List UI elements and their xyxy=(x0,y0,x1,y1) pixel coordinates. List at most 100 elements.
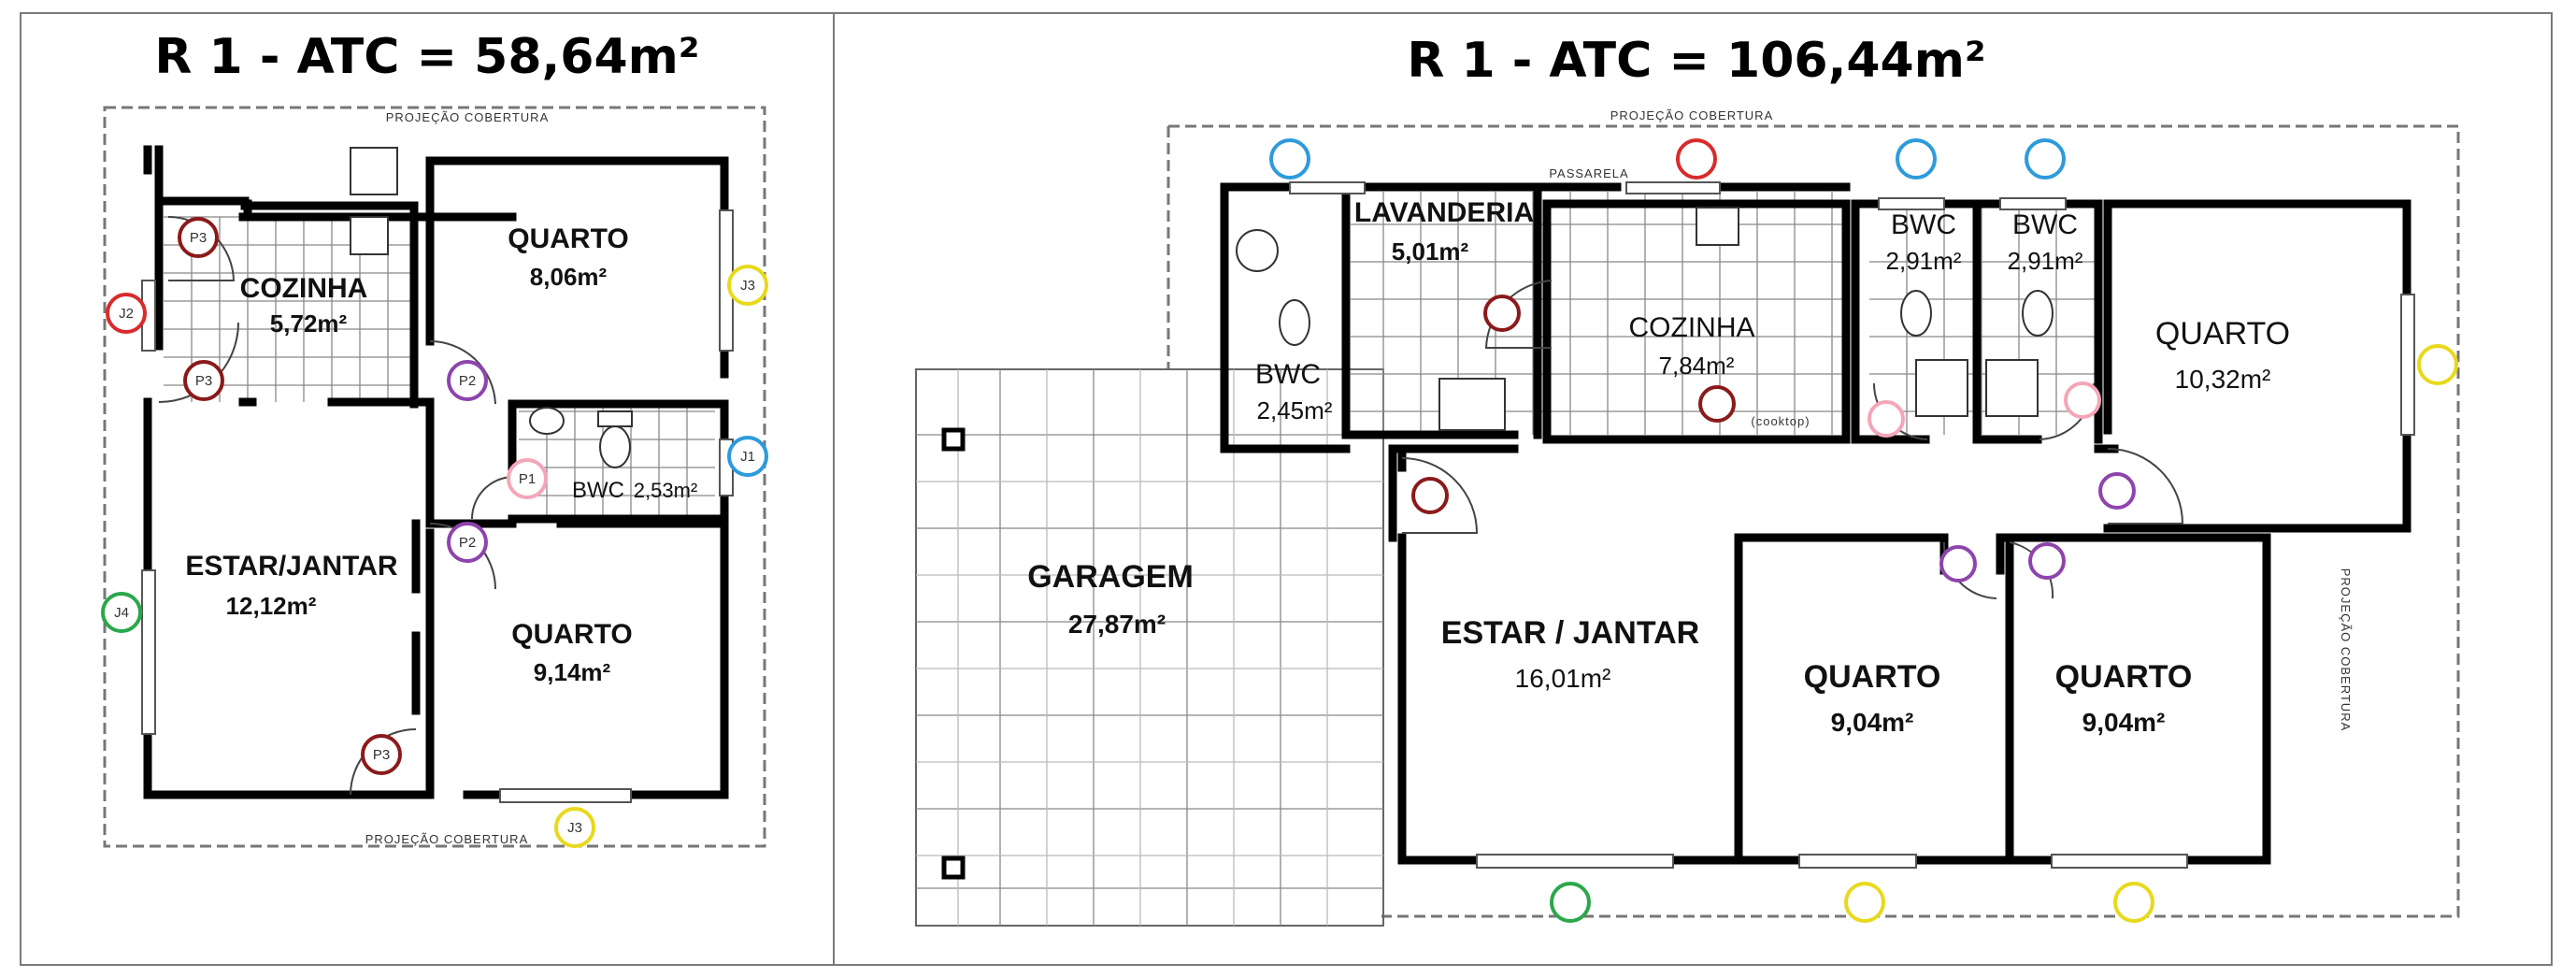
left-kitchen-stove xyxy=(350,216,389,255)
left-room-estar-name: ESTAR/JANTAR xyxy=(185,551,398,582)
left-room-cozinha-name: COZINHA xyxy=(240,273,368,304)
right-projection-right-label: PROJEÇÃO COBERTURA xyxy=(2339,568,2353,732)
svg-text:P2: P2 xyxy=(459,373,476,389)
right-room-estar-area: 16,01m² xyxy=(1515,664,1611,693)
right-tag-blue-1 xyxy=(1269,138,1310,180)
right-tag-purple-main xyxy=(2098,472,2136,510)
svg-text:J1: J1 xyxy=(740,449,755,465)
right-tag-purple-b xyxy=(2028,542,2066,580)
left-room-cozinha-area: 5,72m² xyxy=(270,309,348,338)
right-tag-green-estar xyxy=(1550,882,1591,923)
right-bwc-b-toilet xyxy=(2022,290,2054,337)
right-window-bwc-a xyxy=(1878,197,1945,210)
right-door-garage xyxy=(1401,457,1479,534)
right-plan-title: R 1 - ATC = 106,44m² xyxy=(1407,33,1985,89)
left-tag-j2: J2 xyxy=(106,293,147,334)
right-window-quarto-b xyxy=(2051,854,2188,869)
right-room-garagem-name: GARAGEM xyxy=(1027,559,1194,595)
left-window-j4 xyxy=(141,569,156,735)
left-room-quarto-bottom-name: QUARTO xyxy=(511,619,632,650)
right-room-bwc-b-area: 2,91m² xyxy=(2008,247,2083,275)
right-tag-red-1 xyxy=(1676,138,1717,180)
right-window-quarto-a xyxy=(1798,854,1917,869)
right-room-cozinha-name: COZINHA xyxy=(1629,312,1755,343)
left-tag-j3-right: J3 xyxy=(727,265,768,306)
left-bwc-toilet xyxy=(599,425,631,468)
svg-text:P1: P1 xyxy=(519,471,536,487)
right-room-lavanderia-name: LAVANDERIA xyxy=(1354,197,1534,228)
left-room-quarto-bottom-area: 9,14m² xyxy=(534,658,611,686)
left-panel: R 1 - ATC = 58,64m² PROJEÇÃO COBERTURA P… xyxy=(20,12,835,966)
right-room-bwc-small-name: BWC xyxy=(1255,359,1321,390)
right-bwc-b-sink xyxy=(1985,359,2039,417)
right-garage-pillar-top xyxy=(941,427,966,452)
right-room-lavanderia-area: 5,01m² xyxy=(1392,237,1469,266)
left-room-quarto-top-name: QUARTO xyxy=(508,223,628,254)
right-tag-blue-3 xyxy=(2025,138,2066,180)
right-room-quarto-main-name: QUARTO xyxy=(2155,316,2290,352)
right-panel: R 1 - ATC = 106,44m² PROJEÇÃO COBERTURA … xyxy=(833,12,2553,966)
svg-text:P3: P3 xyxy=(190,230,207,246)
right-room-cozinha-area: 7,84m² xyxy=(1659,352,1735,380)
right-tag-yellow-b xyxy=(2113,882,2154,923)
right-passarela-label: PASSARELA xyxy=(1549,166,1628,180)
right-window-passarela-2 xyxy=(1625,181,1721,194)
right-room-quarto-a-area: 9,04m² xyxy=(1831,708,1914,737)
right-window-bwc-b xyxy=(1999,197,2067,210)
left-tag-j3-bottom: J3 xyxy=(554,807,595,848)
right-tag-blue-2 xyxy=(1896,138,1937,180)
left-projection-top-label: PROJEÇÃO COBERTURA xyxy=(386,110,550,124)
right-room-bwc-small-area: 2,45m² xyxy=(1257,396,1333,424)
svg-text:J3: J3 xyxy=(567,820,582,836)
left-bwc-tank xyxy=(597,410,633,427)
right-window-estar xyxy=(1476,854,1674,869)
left-room-bwc-name: BWC xyxy=(572,478,624,503)
left-room-bwc-area: 2,53m² xyxy=(634,479,697,502)
left-kitchen-sink xyxy=(350,147,398,195)
left-tag-p3-c: P3 xyxy=(361,734,402,775)
left-tag-j1: J1 xyxy=(727,436,768,477)
svg-text:J3: J3 xyxy=(740,278,755,294)
left-plan-title: R 1 - ATC = 58,64m² xyxy=(154,29,699,85)
right-projection-outline xyxy=(1166,124,2460,918)
right-room-quarto-b-name: QUARTO xyxy=(2055,659,2193,695)
right-room-quarto-main-area: 10,32m² xyxy=(2175,365,2271,394)
left-tag-p2-a: P2 xyxy=(447,360,488,401)
right-window-quarto-main xyxy=(2400,294,2415,436)
right-room-quarto-a-name: QUARTO xyxy=(1804,659,1941,695)
right-room-bwc-a-area: 2,91m² xyxy=(1886,247,1962,275)
right-tag-yellow-a xyxy=(1844,882,1885,923)
right-door-quarto-main xyxy=(2107,448,2184,525)
left-tag-p1: P1 xyxy=(507,458,548,499)
right-tag-pink-a xyxy=(1868,400,1905,438)
left-room-quarto-top-area: 8,06m² xyxy=(530,263,608,291)
right-service-tiles xyxy=(1351,192,2098,435)
left-tag-j4: J4 xyxy=(101,592,142,633)
right-tag-darkred-lav xyxy=(1483,295,1521,332)
right-room-estar-name: ESTAR / JANTAR xyxy=(1441,615,1699,651)
right-room-garagem-area: 27,87m² xyxy=(1068,610,1166,639)
left-tag-p3-b: P3 xyxy=(183,360,224,401)
left-room-estar-area: 12,12m² xyxy=(226,592,317,620)
svg-text:J2: J2 xyxy=(119,306,134,322)
right-cozinha-note: (cooktop) xyxy=(1751,414,1810,428)
right-kitchen-sink xyxy=(1696,207,1739,246)
left-door-p2-top xyxy=(429,339,496,405)
left-bwc-sink xyxy=(529,407,565,435)
left-door-p1 xyxy=(470,476,513,520)
right-bwc-a-sink xyxy=(1915,359,1968,417)
right-tag-purple-a xyxy=(1939,545,1977,582)
left-window-j3-bottom xyxy=(499,788,632,803)
right-tag-darkred-coz xyxy=(1698,385,1736,423)
right-bwc-small-shower xyxy=(1236,229,1279,272)
right-room-bwc-a-name: BWC xyxy=(1891,209,1956,240)
right-garage-pillar-bottom xyxy=(941,856,966,880)
left-projection-outline xyxy=(103,106,766,848)
svg-text:P3: P3 xyxy=(373,747,390,763)
svg-text:P2: P2 xyxy=(459,535,476,551)
right-projection-top-label: PROJEÇÃO COBERTURA xyxy=(1610,108,1774,122)
right-tag-darkred-gar xyxy=(1411,477,1449,514)
right-tag-yellow-quarto xyxy=(2417,344,2458,385)
svg-text:P3: P3 xyxy=(195,373,212,389)
